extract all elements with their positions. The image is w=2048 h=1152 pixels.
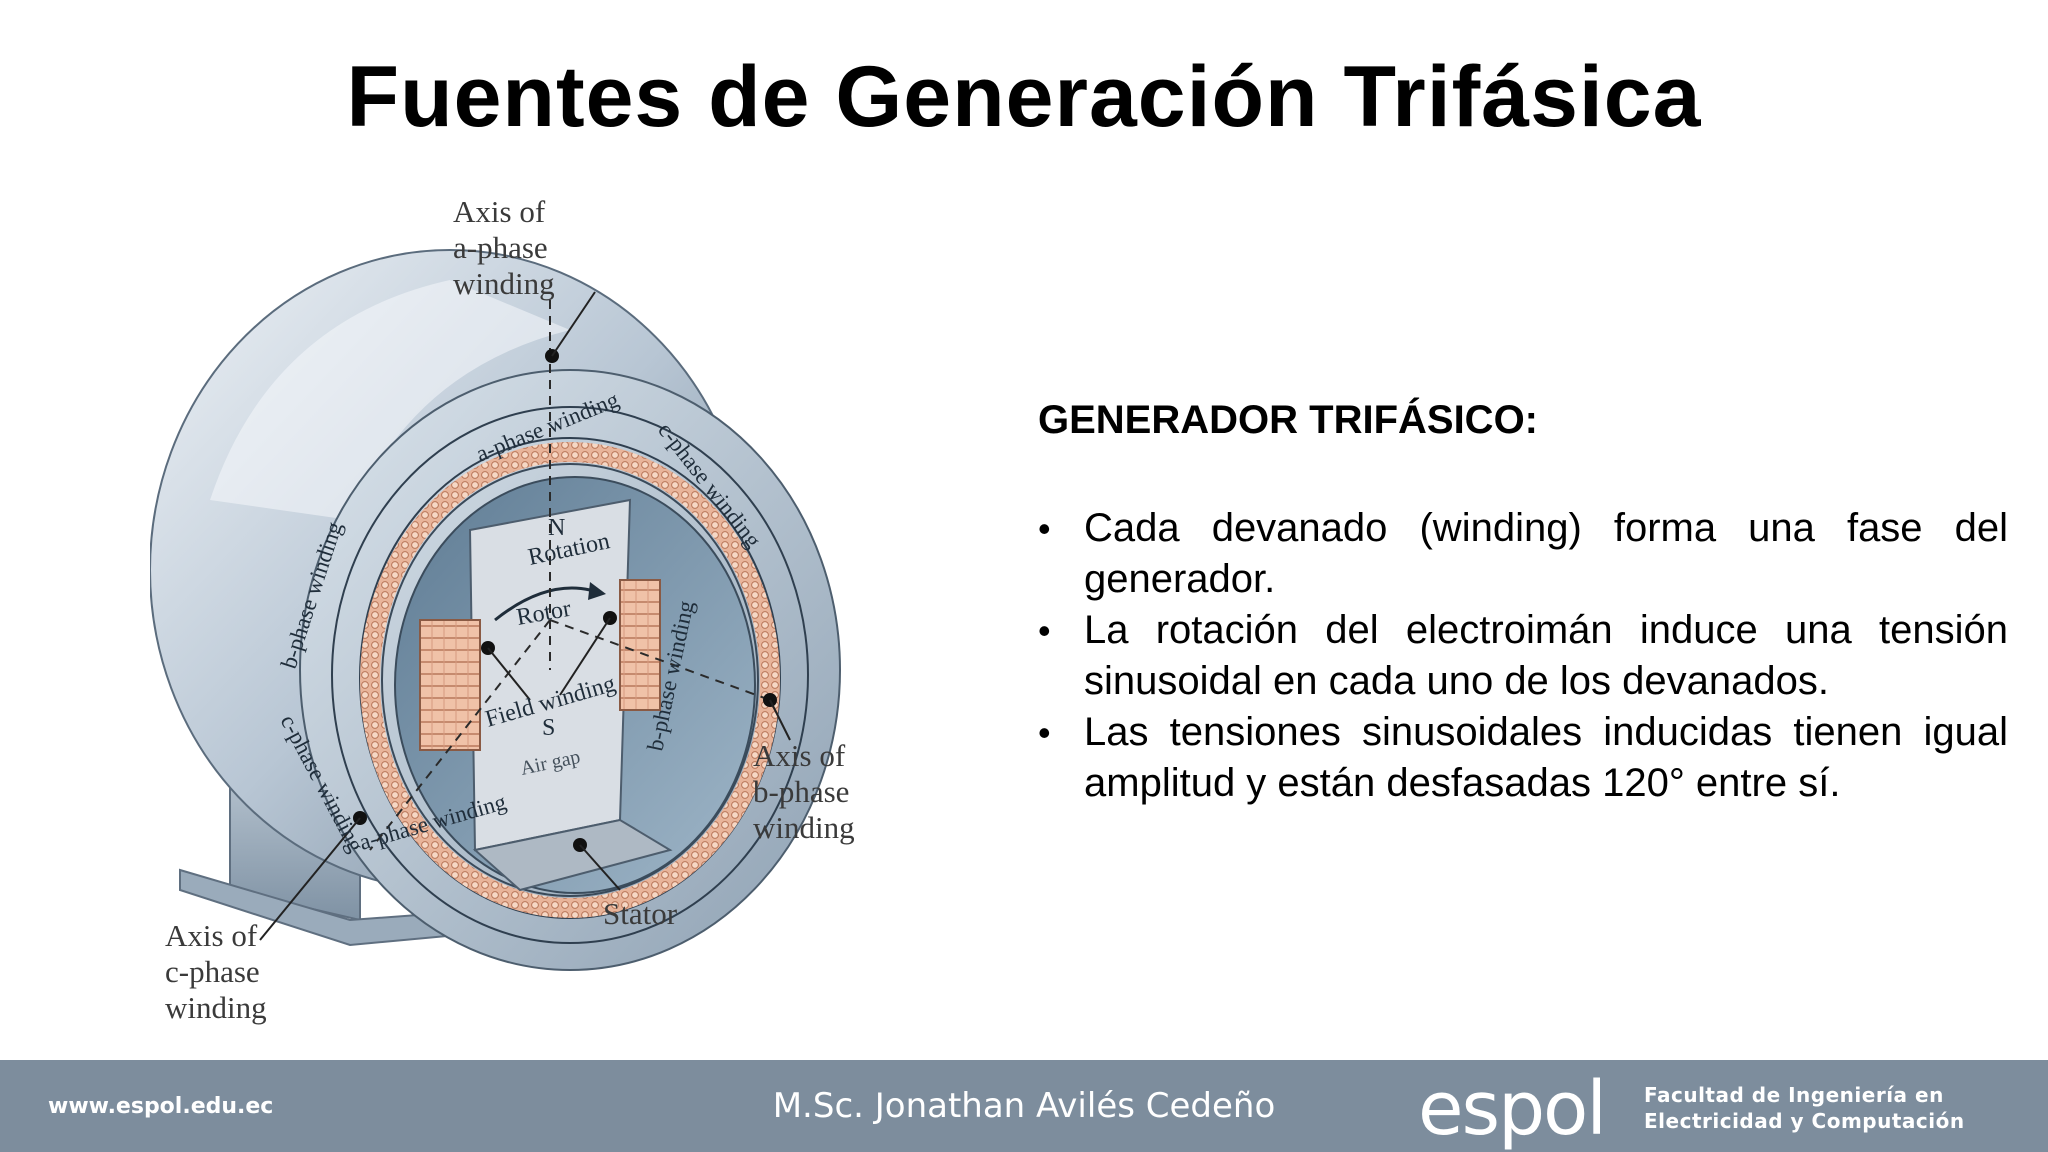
bullet-text: Las tensiones sinusoidales inducidas tie… (1084, 710, 2008, 805)
bullet-text: La rotación del electroimán induce una t… (1084, 608, 2008, 703)
bullet-icon: • (1038, 712, 1051, 753)
slide-title: Fuentes de Generación Trifásica (346, 49, 1702, 145)
list-item: • Cada devanado (winding) forma una fase… (1038, 503, 2008, 605)
faculty-line-2: Electricidad y Computación (1644, 1109, 1965, 1133)
bullet-icon: • (1038, 508, 1051, 549)
section-heading: GENERADOR TRIFÁSICO: (1038, 398, 1538, 442)
label-n: N (548, 515, 565, 541)
faculty-name: Facultad de Ingeniería en Electricidad y… (1644, 1082, 1965, 1134)
label-axis-a: Axis of a-phase winding (453, 194, 555, 301)
footer-author: M.Sc. Jonathan Avilés Cedeño (772, 1086, 1276, 1126)
bullet-list: • Cada devanado (winding) forma una fase… (1038, 503, 2008, 809)
label-axis-b: Axis of b-phase winding (753, 738, 855, 845)
faculty-line-1: Facultad de Ingeniería en (1644, 1083, 1944, 1107)
list-item: • La rotación del electroimán induce una… (1038, 605, 2008, 707)
field-winding-left (419, 619, 481, 751)
bullet-icon: • (1038, 610, 1051, 651)
generator-figure: N Rotation Rotor Field winding S Air gap… (149, 194, 890, 1040)
footer-bar: www.espol.edu.ec M.Sc. Jonathan Avilés C… (0, 1060, 2048, 1152)
label-s: S (542, 715, 555, 741)
footer-url[interactable]: www.espol.edu.ec (48, 1094, 274, 1119)
stator-coil-ring (360, 442, 780, 918)
list-item: • Las tensiones sinusoidales inducidas t… (1038, 707, 2008, 809)
bullet-text: Cada devanado (winding) forma una fase d… (1084, 506, 2008, 601)
generator-illustration: N Rotation Rotor Field winding S Air gap… (149, 249, 841, 971)
label-stator: Stator (603, 896, 678, 931)
field-winding-right (619, 579, 661, 711)
espol-logo: espol (1418, 1066, 1607, 1152)
label-axis-c: Axis of c-phase winding (165, 918, 267, 1025)
content-panel: GENERADOR TRIFÁSICO: • Cada devanado (wi… (1038, 398, 2008, 809)
